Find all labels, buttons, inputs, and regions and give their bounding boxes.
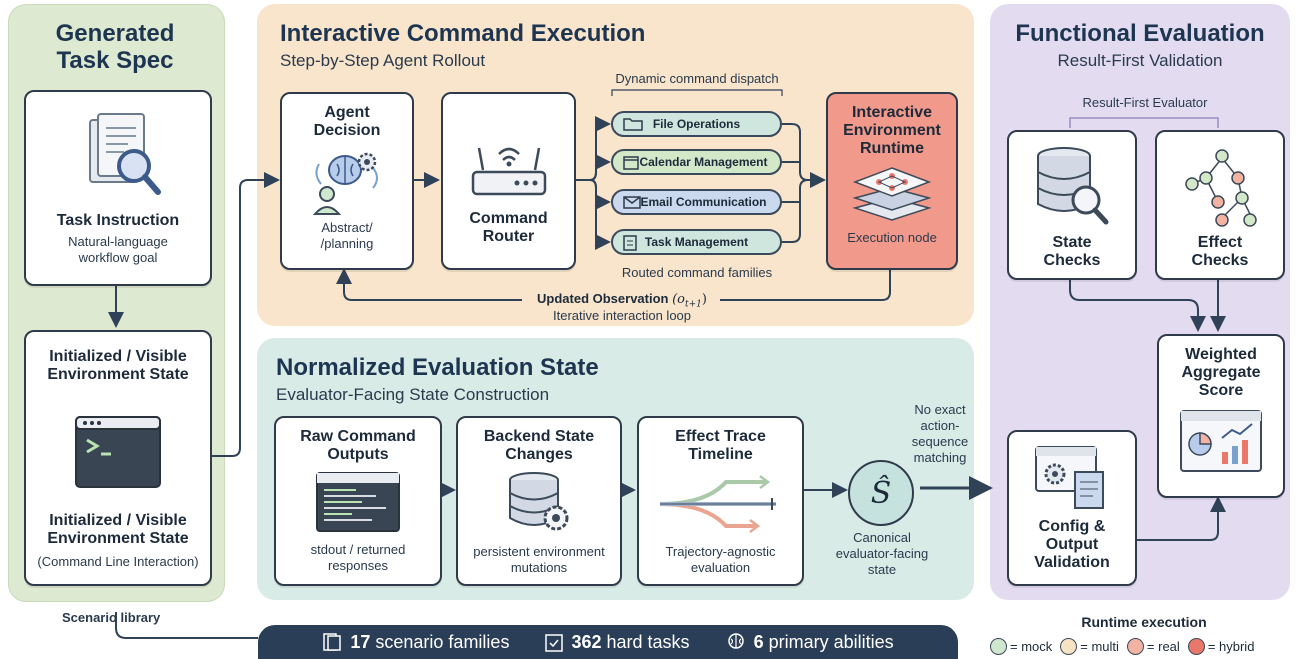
dashboard-icon <box>1180 410 1262 472</box>
no-match-label: No exact action-sequence matching <box>911 402 969 465</box>
document-search-icon <box>68 112 168 202</box>
norm-title: Normalized Evaluation State <box>276 354 599 381</box>
family-calendar-management: Calendar Management <box>611 149 782 175</box>
code-window-icon <box>316 472 400 532</box>
func-title: Functional Evaluation <box>1015 20 1265 47</box>
legend-label-multi: = multi <box>1080 638 1119 654</box>
norm-subtitle: Evaluator-Facing State Construction <box>276 385 550 404</box>
legend-title: Runtime execution <box>1081 614 1207 630</box>
stat-scenario-count: 17 <box>350 631 371 652</box>
router-title: Command Router <box>469 210 548 245</box>
effect-trace-card: Effect Trace Timeline Trajectory-agnosti… <box>637 416 804 586</box>
raw-title: Raw Command Outputs <box>300 428 416 463</box>
stats-doc-icon <box>322 632 342 652</box>
stat-task-label: hard tasks <box>606 631 690 652</box>
legend-swatch-multi <box>1060 637 1078 655</box>
stat-task-count: 362 <box>571 631 602 652</box>
terminal-icon <box>75 416 161 488</box>
scenario-library-label: Scenario library <box>62 610 161 625</box>
obs-close: ) <box>701 292 707 307</box>
stats-brain-icon <box>726 632 746 652</box>
state-checks-card: State Checks <box>1007 130 1137 280</box>
task-instruction-desc: Natural-language workflow goal <box>68 234 168 265</box>
trace-title: Effect Trace Timeline <box>675 428 766 463</box>
environment-runtime-card: Interactive Environment Runtime Executio… <box>826 92 958 270</box>
dispatch-label: Dynamic command dispatch <box>615 71 779 86</box>
router-icon <box>469 134 549 206</box>
family-label: Calendar Management <box>639 155 768 169</box>
state-desc: (Command Line Interaction) <box>37 554 199 569</box>
task-instruction-card: Task Instruction Natural-language workfl… <box>24 90 212 286</box>
tree-icon <box>1180 144 1260 228</box>
family-task-management: Task Management <box>611 229 782 255</box>
folder-icon <box>623 117 643 131</box>
raw-outputs-card: Raw Command Outputs stdout / returned re… <box>274 416 442 586</box>
mail-icon <box>623 196 641 209</box>
backend-desc: persistent environment mutations <box>473 544 605 575</box>
clipboard-icon <box>623 234 637 251</box>
func-subtitle: Result-First Validation <box>1057 51 1223 70</box>
runtime-title: Interactive Environment Runtime <box>843 104 941 157</box>
config-title: Config & Output Validation <box>1034 518 1110 571</box>
database-search-icon <box>1032 144 1112 228</box>
agent-decision-card: Agent Decision Abstract/ /planning <box>280 92 414 270</box>
database-gear-icon <box>504 470 574 534</box>
environment-state-card: Initialized / Visible Environment State … <box>24 330 212 586</box>
weighted-score-card: Weighted Aggregate Score <box>1157 334 1285 498</box>
family-label: File Operations <box>652 117 741 131</box>
agent-title: Agent Decision <box>313 104 381 139</box>
stat-scenario-label: scenario families <box>375 631 510 652</box>
trace-desc: Trajectory-agnostic evaluation <box>665 544 776 575</box>
task-instruction-title: Task Instruction <box>56 212 180 229</box>
task-spec-title: Generated Task Spec <box>55 20 175 74</box>
stats-check-icon <box>545 632 564 652</box>
state-title-bottom: Initialized / Visible Environment State <box>47 512 189 547</box>
exec-title: Interactive Command Execution <box>280 20 646 47</box>
legend: = mock = multi = real = hybrid <box>990 637 1294 655</box>
legend-label-mock: = mock <box>1010 638 1053 654</box>
stat-ability-count: 6 <box>753 631 764 652</box>
family-email-communication: Email Communication <box>611 189 782 215</box>
evaluator-label: Result-First Evaluator <box>1082 95 1208 110</box>
legend-label-real: = real <box>1146 638 1180 654</box>
stats-bar: 17 scenario families 362 hard tasks 6 pr… <box>258 625 958 659</box>
family-file-operations: File Operations <box>611 111 782 137</box>
raw-desc: stdout / returned responses <box>310 542 406 573</box>
families-label: Routed command families <box>621 265 773 280</box>
config-validation-card: Config & Output Validation <box>1007 430 1137 586</box>
family-label: Task Management <box>644 235 749 249</box>
loop-label: Iterative interaction loop <box>552 308 692 323</box>
stat-ability-label: primary abilities <box>768 631 894 652</box>
legend-swatch-real <box>1126 637 1144 655</box>
effect-checks-card: Effect Checks <box>1155 130 1285 280</box>
obs-math: (o <box>672 292 686 307</box>
weighted-title: Weighted Aggregate Score <box>1181 346 1261 399</box>
obs-sub: t+1 <box>685 299 702 310</box>
calendar-icon <box>623 155 639 170</box>
s-hat-symbol: Ŝ <box>870 475 892 511</box>
legend-swatch-mock <box>990 637 1007 655</box>
state-checks-title: State Checks <box>1043 234 1101 269</box>
runtime-desc: Execution node <box>847 230 937 245</box>
canonical-state-node: Ŝ <box>848 460 914 526</box>
effect-checks-title: Effect Checks <box>1191 234 1249 269</box>
backend-title: Backend State Changes <box>483 428 595 463</box>
backend-changes-card: Backend State Changes persistent environ… <box>456 416 622 586</box>
command-router-card: Command Router <box>441 92 576 270</box>
legend-swatch-hybrid <box>1187 637 1205 655</box>
legend-label-hybrid: = hybrid <box>1207 638 1255 654</box>
layers-icon <box>847 164 937 224</box>
obs-label: Updated Observation <box>537 291 669 306</box>
family-label: Email Communication <box>640 195 767 209</box>
state-title-top: Initialized / Visible Environment State <box>47 348 189 383</box>
canonical-state-desc: Canonical evaluator-facing state <box>835 530 929 577</box>
exec-subtitle: Step-by-Step Agent Rollout <box>280 51 486 70</box>
config-icon <box>1035 446 1109 512</box>
updated-observation-label: Updated Observation (ot+1) <box>522 291 722 310</box>
brain-gear-icon <box>307 144 387 216</box>
trace-icon <box>656 470 786 534</box>
agent-desc: Abstract/ /planning <box>320 220 374 251</box>
